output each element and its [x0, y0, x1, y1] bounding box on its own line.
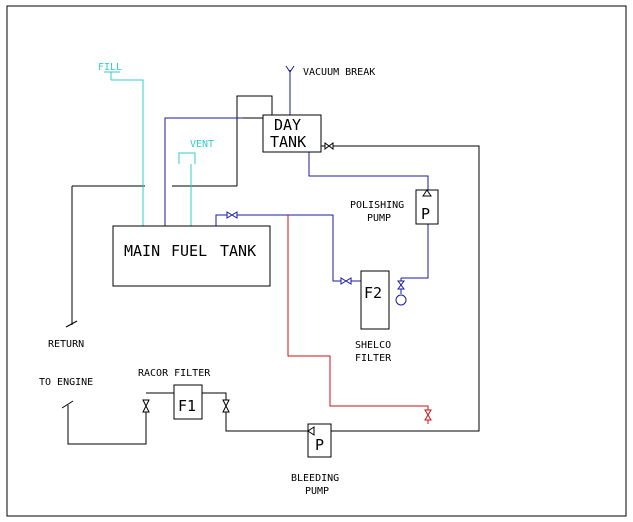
f1-label: F1 [178, 397, 196, 415]
day-tank-return-valve-icon [321, 142, 340, 150]
shelco-filter [360, 270, 390, 330]
day-tank-label-line2: TANK [270, 133, 306, 151]
bleeding-pump-label-line2: PUMP [305, 486, 329, 497]
bleed-valve-icon [424, 409, 432, 421]
polishing-pump-label-line2: PUMP [367, 213, 391, 224]
return-label: RETURN [48, 339, 84, 350]
fill-label: FILL [98, 62, 122, 73]
shelco-label-line2: FILTER [355, 353, 392, 364]
shelco-inlet-valve-icon [340, 277, 352, 285]
main-fuel-tank [112, 225, 271, 287]
main-fuel-tank-label-tank: TANK [220, 242, 256, 260]
f2-label: F2 [364, 284, 382, 302]
racor-filter [173, 384, 203, 420]
racor-inlet-valve-icon [142, 399, 150, 413]
main-fuel-tank-label-main: MAIN [124, 242, 160, 260]
bleeding-pump-arrow-icon [307, 426, 315, 436]
shelco-drain-valve-icon [395, 280, 407, 306]
day-tank-label-line1: DAY [274, 116, 301, 134]
cyan-piping [104, 71, 196, 226]
main-tank-outlet-valve-icon [226, 211, 238, 219]
blue-piping [164, 65, 429, 294]
black-piping [61, 95, 480, 445]
racor-outlet-valve-icon [222, 399, 230, 413]
polishing-pump-label-line1: POLISHING [350, 200, 404, 211]
vacuum-break-label: VACUUM BREAK [303, 67, 375, 78]
polishing-pump-p-label: P [421, 205, 430, 223]
diagram-frame [6, 5, 627, 517]
bleeding-pump-p-label: P [315, 436, 324, 454]
red-piping [287, 215, 429, 424]
polishing-pump-arrow-icon [422, 189, 432, 197]
racor-filter-label: RACOR FILTER [138, 368, 211, 379]
vent-label: VENT [190, 139, 214, 150]
day-tank [262, 114, 322, 153]
bleeding-pump-label-line1: BLEEDING [291, 473, 339, 484]
main-fuel-tank-label-fuel: FUEL [171, 242, 207, 260]
to-engine-label: TO ENGINE [39, 377, 93, 388]
shelco-label-line1: SHELCO [355, 340, 391, 351]
